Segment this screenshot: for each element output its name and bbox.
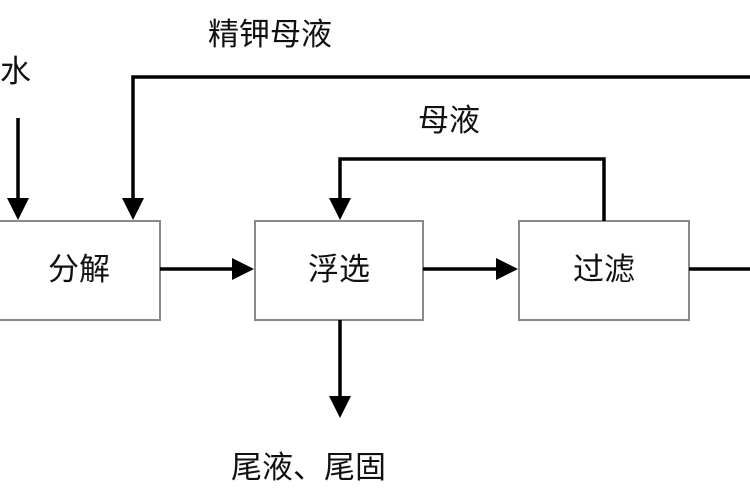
flotation-box [254, 220, 424, 321]
water-label: 水 [0, 54, 31, 90]
mother-liquor-return-line [338, 157, 606, 221]
refined-mother-liquor-return-line [131, 75, 750, 200]
flotation-to-filtration-arrowhead [496, 258, 518, 280]
refined-mother-liquor-label: 精钾母液 [208, 17, 332, 53]
filtration-box [518, 220, 690, 321]
decompose-to-flotation-arrowhead [232, 258, 254, 280]
water-inlet-arrowhead [7, 198, 29, 220]
tailings-label: 尾液、尾固 [231, 450, 386, 486]
filtration-label: 过滤 [573, 252, 635, 288]
mother-liquor-arrowhead [329, 198, 351, 220]
flotation-label: 浮选 [308, 252, 370, 288]
tailings-outlet-arrowhead [329, 396, 351, 418]
decompose-box [0, 220, 161, 321]
refined-mother-liquor-arrowhead [122, 198, 144, 220]
decompose-label: 分解 [48, 252, 110, 288]
mother-liquor-label: 母液 [418, 103, 480, 139]
